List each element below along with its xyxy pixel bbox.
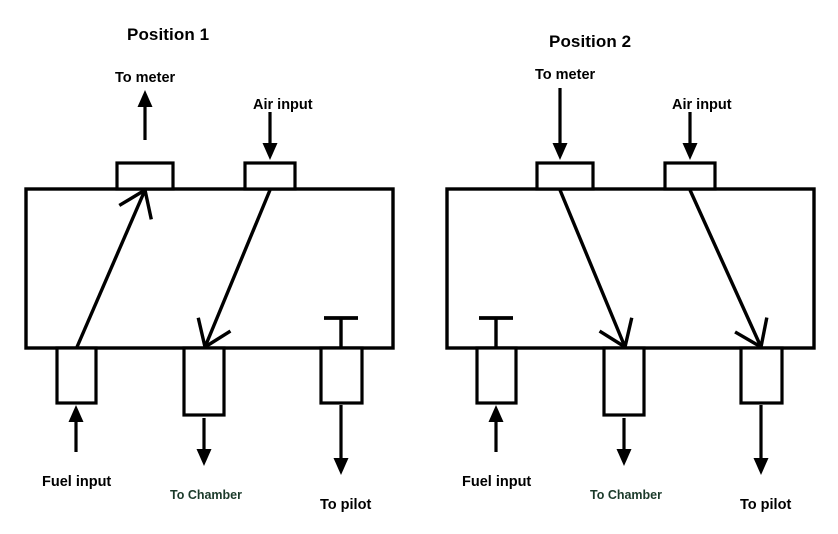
position-2-air-input-arrow-head (682, 143, 698, 160)
position-1-to-pilot-port-box (319, 346, 364, 405)
position-2-to-pilot-arrow-head (753, 458, 769, 475)
position-1-air-to-chamber-path-barb-1 (204, 329, 232, 349)
position-1-air-input-arrow-head (262, 143, 278, 160)
position-2-to-chamber-arrow-head (616, 449, 632, 466)
position-1-fuel-input-label: Fuel input (42, 474, 112, 490)
position-2-to-chamber-port-box (602, 346, 646, 417)
position-1-to-chamber-arrow-head (196, 449, 212, 466)
position-1-to-meter-arrow-head (137, 90, 153, 107)
position-2-fuel-input-label: Fuel input (462, 474, 532, 490)
position-1-fuel-input-port-box (55, 346, 98, 405)
position-1-valve-body (24, 187, 395, 350)
position-2-to-meter-port-box (535, 161, 595, 191)
position-2-air-to-pilot-path-barb-1 (759, 317, 769, 348)
position-1-fuel-to-meter-path-barb-1 (118, 188, 146, 207)
position-2-meter-to-chamber-path-barb-0 (598, 329, 626, 349)
position-1-to-meter-label: To meter (115, 70, 176, 86)
position-1-fuel-input-arrow-head (68, 405, 84, 422)
position-2-air-to-pilot-path-barb-0 (734, 330, 762, 349)
position-2-meter-to-chamber-path-shaft (558, 189, 627, 348)
position-2-to-meter-arrow-head (552, 143, 568, 160)
position-1-to-chamber-label: To Chamber (170, 488, 242, 502)
position-2-to-meter-label: To meter (535, 67, 596, 83)
position-1-to-pilot-arrow-head (333, 458, 349, 475)
position-1-fuel-to-meter-path-shaft (75, 189, 147, 348)
position-2-title: Position 2 (549, 32, 632, 51)
position-2-to-pilot-label: To pilot (740, 497, 792, 513)
position-1-air-input-port-box (243, 161, 297, 191)
position-2-to-pilot-port-box (739, 346, 784, 405)
position-1-to-chamber-port-box (182, 346, 226, 417)
position-2-air-input-label: Air input (672, 97, 732, 113)
position-2-meter-to-chamber-path-barb-1 (623, 317, 634, 348)
position-2-fuel-input-arrow-head (488, 405, 504, 422)
position-1-to-pilot-label: To pilot (320, 497, 372, 513)
position-1-title: Position 1 (127, 25, 210, 44)
position-1-to-meter-port-box (115, 161, 175, 191)
position-2-fuel-input-port-box (475, 346, 518, 405)
position-1-fuel-to-meter-path-barb-0 (143, 189, 153, 220)
position-1-air-to-chamber-path-shaft (203, 189, 272, 348)
position-1-air-to-chamber-path-barb-0 (196, 317, 207, 348)
position-2-air-input-port-box (663, 161, 717, 191)
position-1-air-input-label: Air input (253, 97, 313, 113)
position-2-air-to-pilot-path-shaft (688, 189, 763, 348)
position-2-to-chamber-label: To Chamber (590, 488, 662, 502)
